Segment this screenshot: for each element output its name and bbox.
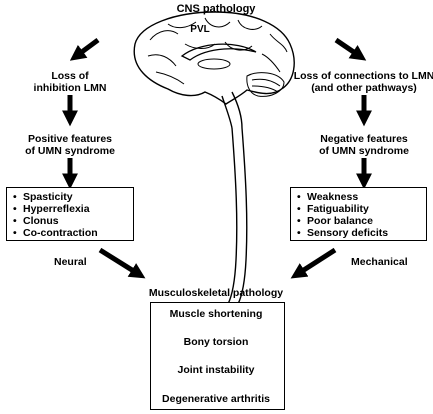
positive-item: Clonus (13, 215, 133, 227)
step-bony-torsion: Bony torsion (183, 336, 249, 348)
positive-item: Hyperreflexia (13, 203, 133, 215)
negative-item: Poor balance (297, 215, 426, 227)
arrow-neural (98, 247, 146, 279)
musculoskeletal-heading: Musculoskeletal pathology (148, 287, 284, 299)
right-features: Negative features of UMN syndrome (319, 133, 409, 157)
negative-features-box: Weakness Fatiguability Poor balance Sens… (290, 187, 427, 241)
neural-label: Neural (54, 256, 87, 268)
mechanical-label: Mechanical (351, 256, 408, 268)
step-joint-instability: Joint instability (177, 364, 255, 376)
negative-item: Weakness (297, 191, 426, 203)
right-heading: Loss of connections to LMN (and other pa… (294, 70, 433, 94)
step-degenerative-arthritis: Degenerative arthritis (162, 393, 270, 405)
positive-item: Spasticity (13, 191, 133, 203)
left-heading-line2: inhibition LMN (33, 82, 107, 94)
brain-label-pvl: PVL (190, 24, 210, 35)
right-heading-line1: Loss of connections to LMN (293, 70, 433, 82)
brain-illustration (133, 11, 295, 305)
arrow-to-left-heading (69, 37, 100, 61)
brain-outline (133, 11, 295, 105)
brainstem (221, 91, 243, 129)
right-features-line2: of UMN syndrome (319, 145, 409, 157)
ventricle (197, 58, 231, 70)
left-features: Positive features of UMN syndrome (25, 133, 115, 157)
corpus-callosum (180, 43, 257, 61)
left-heading: Loss of inhibition LMN (34, 70, 107, 94)
cerebellum (246, 72, 285, 97)
left-heading-line1: Loss of (51, 70, 89, 82)
step-muscle-shortening: Muscle shortening (169, 308, 263, 320)
arrow-mechanical (290, 247, 337, 279)
positive-item: Co-contraction (13, 227, 133, 239)
positive-features-box: Spasticity Hyperreflexia Clonus Co-contr… (6, 187, 134, 241)
right-features-line1: Negative features (320, 133, 408, 145)
left-features-line1: Positive features (27, 133, 113, 145)
negative-item: Fatiguability (297, 203, 426, 215)
negative-item: Sensory deficits (297, 227, 426, 239)
title: CNS pathology (176, 3, 256, 15)
arrow-to-right-heading (334, 37, 367, 61)
right-heading-line2: (and other pathways) (311, 82, 417, 94)
musculoskeletal-box (150, 302, 285, 410)
brain-gyri (147, 17, 288, 85)
left-features-line2: of UMN syndrome (25, 145, 115, 157)
spinal-cord (227, 127, 248, 305)
